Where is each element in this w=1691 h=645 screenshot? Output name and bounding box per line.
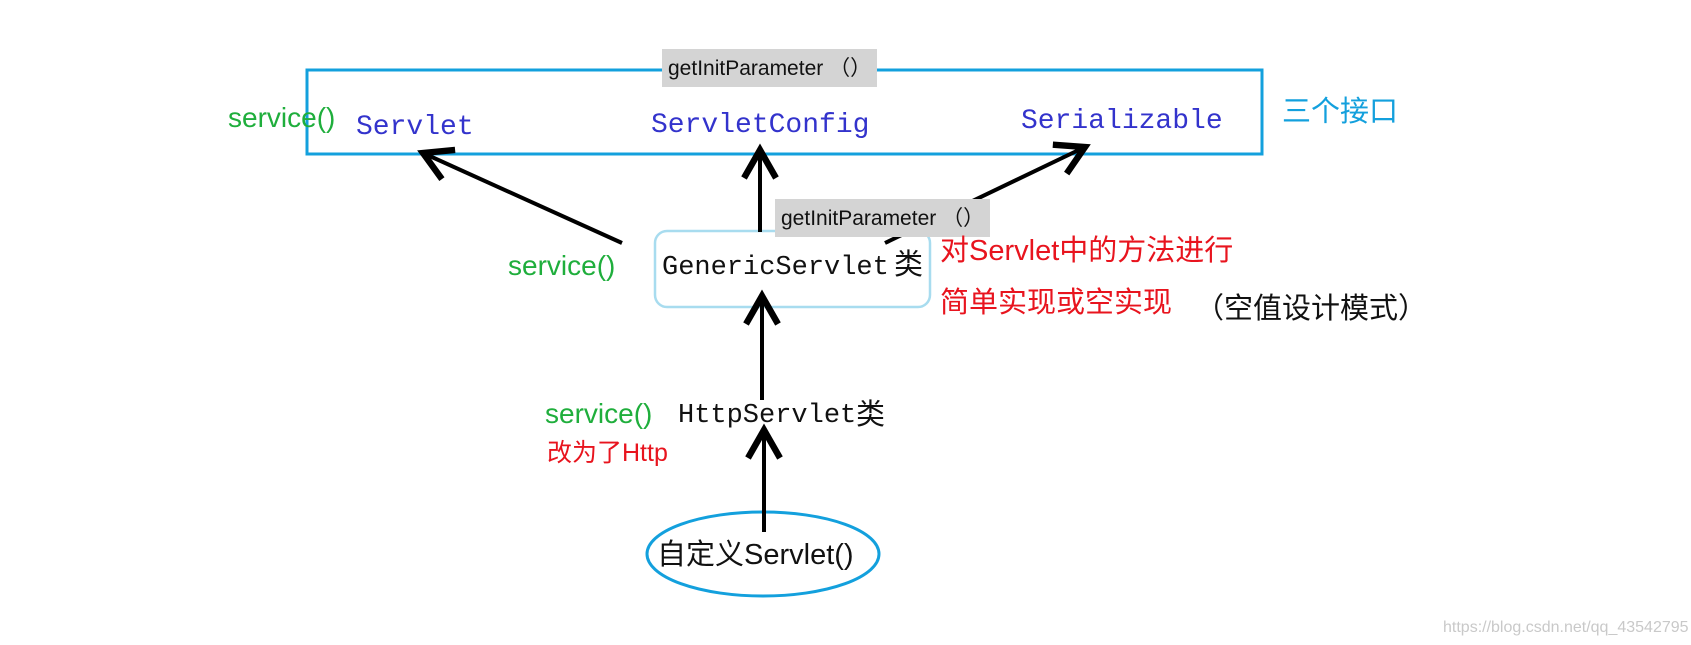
http-servlet-suffix: 类 [856,399,886,431]
custom-servlet-label: 自定义Servlet() [657,539,854,571]
generic-note-line1: 对Servlet中的方法进行 [940,235,1234,267]
http-servlet-class: HttpServlet [678,401,857,431]
generic-note-line2: 简单实现或空实现 [940,287,1173,319]
http-note: 改为了Http [547,439,668,467]
get-init-parameter-tag-top: getInitParameter （） [662,49,878,87]
generic-servlet-suffix: 类 [894,249,924,281]
service-label-interfaces: service() [228,102,336,133]
interface-serializable: Serializable [1021,106,1223,137]
generic-servlet-class: GenericServlet [662,253,889,283]
generic-note-pattern: （空值设计模式） [1195,293,1428,325]
interface-servlet-config: ServletConfig [651,110,870,141]
arrow-generic-to-servlet [417,146,623,245]
service-label-generic: service() [508,250,616,281]
interfaces-label: 三个接口 [1282,96,1399,128]
get-init-parameter-tag-middle: getInitParameter （） [775,199,991,237]
interface-servlet: Servlet [356,112,474,143]
watermark: https://blog.csdn.net/qq_43542795 [1443,619,1689,636]
service-label-http: service() [545,398,653,429]
